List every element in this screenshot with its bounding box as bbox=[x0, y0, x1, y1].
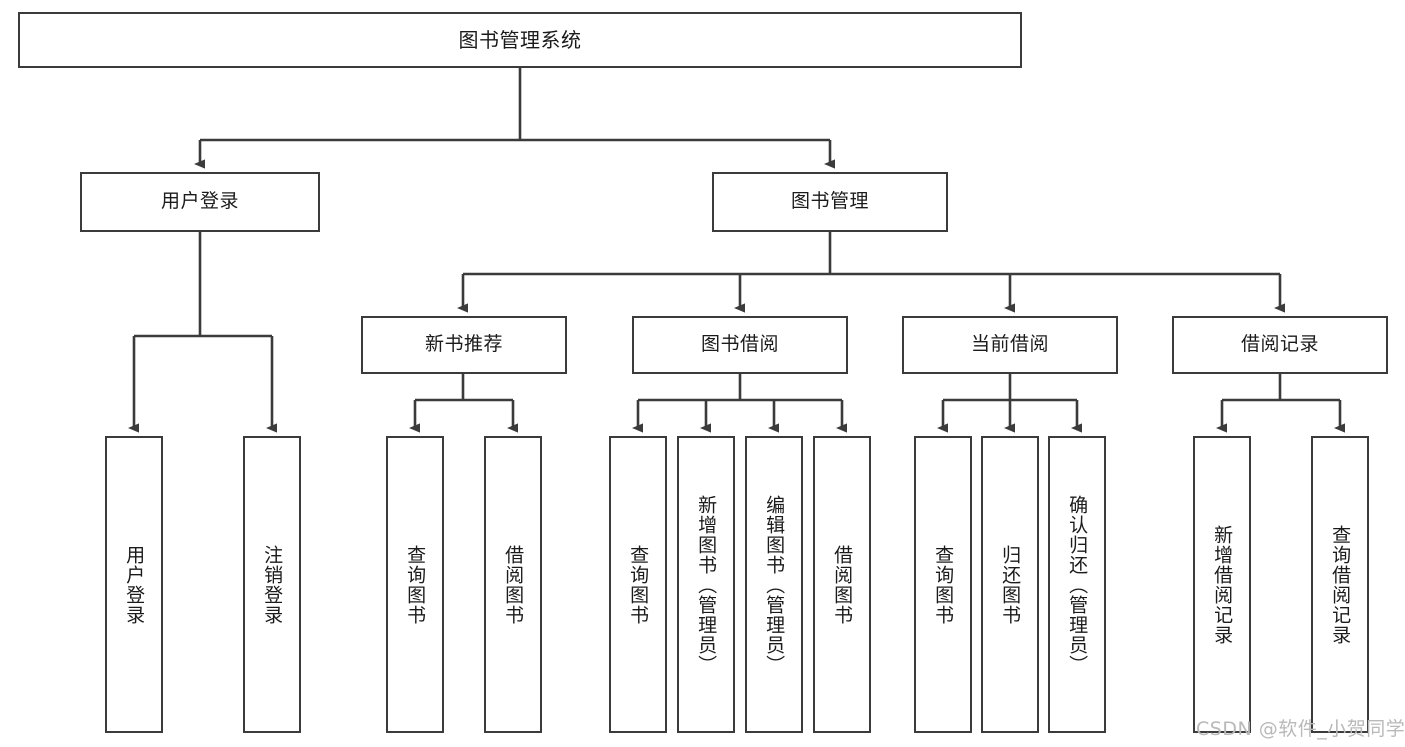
connector-new-book-branch bbox=[409, 374, 518, 433]
leaf-borrow-book[interactable]: 借阅图书 bbox=[813, 436, 871, 733]
node-label: 查询借阅记录 bbox=[1329, 524, 1352, 645]
node-label: 图书管理 bbox=[790, 190, 869, 213]
connector-book-manage-branch bbox=[457, 232, 1285, 313]
node-label: 借阅图书 bbox=[502, 544, 525, 625]
connector-borrow-record-branch bbox=[1216, 374, 1345, 433]
node-book-borrow[interactable]: 图书借阅 bbox=[632, 316, 848, 374]
node-new-book-recommend[interactable]: 新书推荐 bbox=[361, 316, 567, 374]
leaf-query-borrow-record[interactable]: 查询借阅记录 bbox=[1311, 436, 1369, 733]
node-label: 新增图书（管理员） bbox=[695, 494, 718, 675]
node-label: 查询图书 bbox=[404, 544, 427, 625]
node-user-login[interactable]: 用户登录 bbox=[80, 172, 320, 232]
node-label: 用户登录 bbox=[123, 544, 146, 625]
leaf-edit-book-admin[interactable]: 编辑图书（管理员） bbox=[745, 436, 803, 733]
node-label: 新增借阅记录 bbox=[1211, 524, 1234, 645]
leaf-confirm-return-admin[interactable]: 确认归还（管理员） bbox=[1048, 436, 1106, 733]
connector-root-to-tier2 bbox=[194, 68, 835, 169]
connector-book-borrow-branch bbox=[632, 374, 847, 433]
node-root-book-management-system[interactable]: 图书管理系统 bbox=[18, 12, 1022, 68]
node-label: 当前借阅 bbox=[970, 333, 1049, 356]
leaf-query-book-recommend[interactable]: 查询图书 bbox=[386, 436, 444, 733]
leaf-query-book-borrow[interactable]: 查询图书 bbox=[609, 436, 667, 733]
node-label: 编辑图书（管理员） bbox=[763, 494, 786, 675]
node-label: 归还图书 bbox=[999, 544, 1022, 625]
leaf-return-book[interactable]: 归还图书 bbox=[981, 436, 1039, 733]
connector-current-borrow-branch bbox=[937, 374, 1082, 433]
leaf-logout[interactable]: 注销登录 bbox=[243, 436, 301, 733]
node-current-borrow[interactable]: 当前借阅 bbox=[902, 316, 1118, 374]
leaf-add-book-admin[interactable]: 新增图书（管理员） bbox=[677, 436, 735, 733]
node-label: 确认归还（管理员） bbox=[1066, 494, 1089, 675]
node-label: 查询图书 bbox=[627, 544, 650, 625]
node-label: 图书借阅 bbox=[700, 333, 779, 356]
node-label: 查询图书 bbox=[932, 544, 955, 625]
node-label: 借阅记录 bbox=[1240, 333, 1319, 356]
node-label: 新书推荐 bbox=[424, 333, 503, 356]
node-book-management[interactable]: 图书管理 bbox=[712, 172, 948, 232]
leaf-query-book-current[interactable]: 查询图书 bbox=[914, 436, 972, 733]
connector-user-login-branch bbox=[128, 232, 277, 433]
node-label: 借阅图书 bbox=[831, 544, 854, 625]
node-borrow-record[interactable]: 借阅记录 bbox=[1172, 316, 1388, 374]
leaf-user-login[interactable]: 用户登录 bbox=[105, 436, 163, 733]
node-label: 用户登录 bbox=[160, 190, 239, 213]
leaf-add-borrow-record[interactable]: 新增借阅记录 bbox=[1193, 436, 1251, 733]
node-label: 注销登录 bbox=[261, 544, 284, 625]
leaf-borrow-book-recommend[interactable]: 借阅图书 bbox=[484, 436, 542, 733]
node-label: 图书管理系统 bbox=[458, 27, 582, 52]
